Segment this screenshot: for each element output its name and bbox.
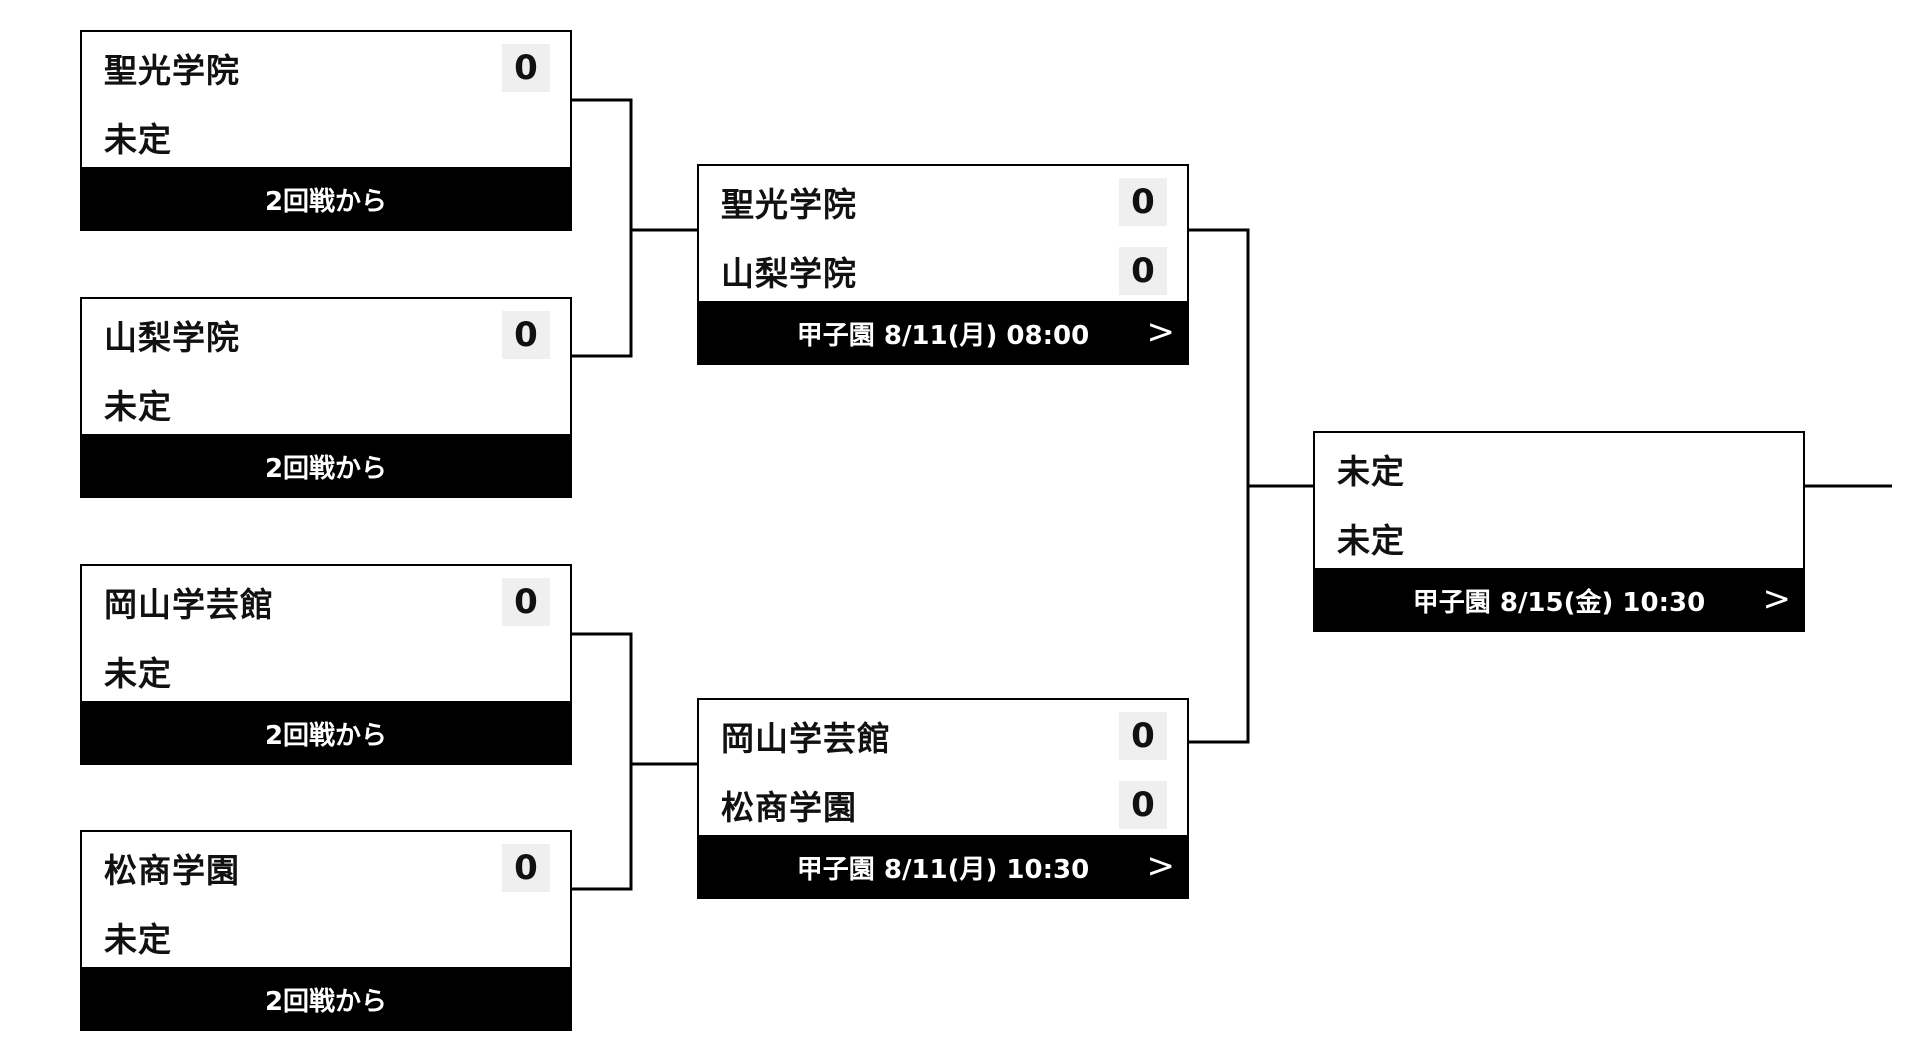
team-row: 未定 [1315, 434, 1803, 503]
team-name: 聖光学院 [721, 184, 857, 224]
team-row: 岡山学芸館 0 [82, 567, 570, 636]
round2-match-1: 聖光学院 0 山梨学院 0 甲子園 8/11(月) 08:00 > [697, 164, 1189, 365]
team-name: 岡山学芸館 [721, 718, 891, 758]
score-box: 0 [1119, 177, 1167, 226]
round1-match-1: 聖光学院 0 未定 2回戦から [80, 30, 572, 231]
round1-match-2: 山梨学院 0 未定 2回戦から [80, 297, 572, 498]
score-box: 0 [1119, 246, 1167, 295]
match-detail-link[interactable]: 甲子園 8/11(月) 10:30 > [697, 835, 1189, 899]
team-name: 未定 [1337, 451, 1405, 491]
team-row: 聖光学院 0 [699, 167, 1187, 236]
score-box: 0 [502, 577, 550, 626]
connector-r1-bottom-pair [572, 632, 633, 891]
team-row: 山梨学院 0 [699, 236, 1187, 305]
team-name: 岡山学芸館 [104, 584, 274, 624]
team-row: 未定 [82, 902, 570, 971]
team-row: 山梨学院 0 [82, 300, 570, 369]
match-footer: 2回戦から [80, 701, 572, 765]
score-box: 0 [502, 843, 550, 892]
match-venue-datetime: 甲子園 8/11(月) 10:30 [796, 854, 1090, 885]
team-name: 未定 [104, 653, 172, 693]
team-row: 未定 [82, 102, 570, 171]
team-name: 未定 [1337, 520, 1405, 560]
score-box: 0 [502, 43, 550, 92]
round3-match-1: 未定 未定 甲子園 8/15(金) 10:30 > [1313, 431, 1805, 632]
team-row: 松商学園 0 [82, 833, 570, 902]
match-venue-datetime: 甲子園 8/11(月) 08:00 [796, 320, 1090, 351]
connector-r2-pair [1189, 228, 1250, 744]
match-footer: 2回戦から [80, 967, 572, 1031]
match-venue-datetime: 甲子園 8/15(金) 10:30 [1412, 587, 1706, 618]
chevron-right-icon: > [1146, 312, 1176, 353]
score-box: 0 [502, 310, 550, 359]
chevron-right-icon: > [1762, 579, 1792, 620]
team-row: 未定 [1315, 503, 1803, 572]
match-footer: 2回戦から [80, 434, 572, 498]
team-row: 岡山学芸館 0 [699, 701, 1187, 770]
match-detail-link[interactable]: 甲子園 8/15(金) 10:30 > [1313, 568, 1805, 632]
team-row: 未定 [82, 369, 570, 438]
connector-r1-top-pair [572, 98, 633, 358]
round2-match-2: 岡山学芸館 0 松商学園 0 甲子園 8/11(月) 10:30 > [697, 698, 1189, 899]
team-row: 聖光学院 0 [82, 33, 570, 102]
chevron-right-icon: > [1146, 846, 1176, 887]
round1-match-3: 岡山学芸館 0 未定 2回戦から [80, 564, 572, 765]
score-box: 0 [1119, 711, 1167, 760]
team-name: 未定 [104, 919, 172, 959]
team-row: 未定 [82, 636, 570, 705]
match-footer: 2回戦から [80, 167, 572, 231]
team-name: 聖光学院 [104, 50, 240, 90]
team-name: 未定 [104, 386, 172, 426]
match-detail-link[interactable]: 甲子園 8/11(月) 08:00 > [697, 301, 1189, 365]
team-name: 山梨学院 [721, 253, 857, 293]
team-name: 松商学園 [104, 850, 240, 890]
team-name: 未定 [104, 119, 172, 159]
round1-match-4: 松商学園 0 未定 2回戦から [80, 830, 572, 1031]
team-row: 松商学園 0 [699, 770, 1187, 839]
score-box: 0 [1119, 780, 1167, 829]
team-name: 松商学園 [721, 787, 857, 827]
team-name: 山梨学院 [104, 317, 240, 357]
